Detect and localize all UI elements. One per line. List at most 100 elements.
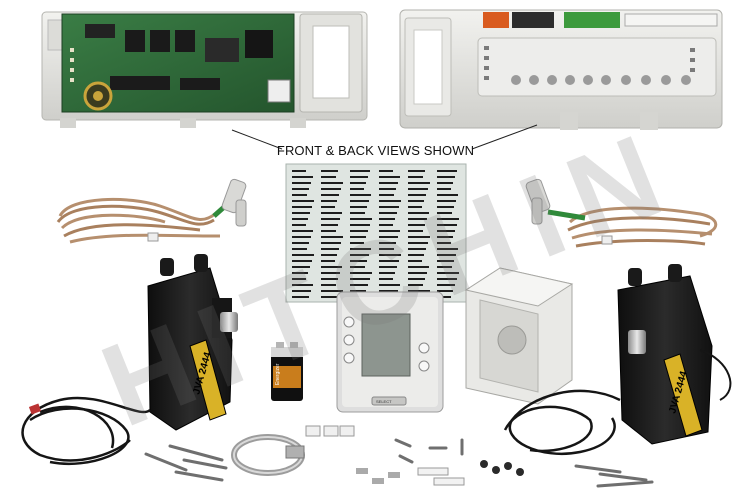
label-text-line xyxy=(350,236,366,238)
pcb-back-panel xyxy=(399,9,723,130)
label-text-line xyxy=(379,194,394,196)
label-text-line xyxy=(292,194,307,196)
label-text-line xyxy=(437,260,454,262)
label-text-line xyxy=(437,206,454,208)
pcb-front-panel xyxy=(41,11,368,128)
label-text-line xyxy=(350,254,369,256)
label-text-line xyxy=(437,176,455,178)
label-text-line xyxy=(379,224,393,226)
label-text-line xyxy=(350,248,371,250)
label-text-line xyxy=(350,266,365,268)
label-text-line xyxy=(408,188,428,190)
label-text-line xyxy=(321,188,341,190)
valve-actuator-left xyxy=(21,254,238,466)
hose-clamp xyxy=(231,434,305,476)
label-text-line xyxy=(292,284,313,286)
label-text-line xyxy=(321,284,336,286)
label-text-line xyxy=(408,260,422,262)
label-text-line xyxy=(379,218,395,220)
label-text-line xyxy=(408,212,429,214)
label-text-line xyxy=(408,170,425,172)
label-text-line xyxy=(408,182,430,184)
label-text-line xyxy=(350,194,371,196)
label-text-line xyxy=(408,284,423,286)
label-text-line xyxy=(437,242,451,244)
label-text-line xyxy=(292,170,306,172)
label-text-line xyxy=(379,212,397,214)
label-text-line xyxy=(437,200,456,202)
views-caption: FRONT & BACK VIEWS SHOWN xyxy=(276,143,475,158)
label-text-line xyxy=(408,290,430,292)
label-text-line xyxy=(408,248,426,250)
label-text-line xyxy=(379,266,397,268)
label-text-line xyxy=(321,278,338,280)
label-text-line xyxy=(292,278,306,280)
battery xyxy=(271,342,303,401)
label-text-line xyxy=(350,260,367,262)
label-text-line xyxy=(321,254,337,256)
label-text-line xyxy=(379,290,398,292)
label-text-line xyxy=(321,236,343,238)
label-text-line xyxy=(437,182,453,184)
label-text-line xyxy=(437,194,458,196)
label-text-line xyxy=(292,290,311,292)
label-text-line xyxy=(408,242,428,244)
label-text-line xyxy=(321,170,338,172)
label-text-line xyxy=(321,248,339,250)
label-text-line xyxy=(408,236,430,238)
label-text-line xyxy=(350,212,365,214)
caption-leaders xyxy=(231,124,538,150)
label-text-line xyxy=(350,278,370,280)
label-text-line xyxy=(321,218,340,220)
label-text-line xyxy=(350,272,372,274)
label-text-line xyxy=(292,188,309,190)
label-text-line xyxy=(321,176,336,178)
label-text-line xyxy=(292,224,306,226)
label-text-line xyxy=(437,248,458,250)
label-text-line xyxy=(321,230,336,232)
wall-anchors xyxy=(305,425,524,486)
label-text-line xyxy=(292,248,307,250)
label-text-line xyxy=(379,272,395,274)
label-text-line xyxy=(379,248,394,250)
label-text-line xyxy=(321,224,338,226)
label-text-line xyxy=(350,218,372,220)
battery-brand: Energizer xyxy=(275,363,281,385)
label-text-line xyxy=(321,212,342,214)
label-text-line xyxy=(408,272,427,274)
label-text-line xyxy=(437,254,456,256)
label-text-line xyxy=(321,272,340,274)
label-text-line xyxy=(350,176,368,178)
label-text-line xyxy=(408,194,426,196)
label-text-line xyxy=(379,188,396,190)
label-text-line xyxy=(379,278,393,280)
label-text-line xyxy=(292,272,308,274)
label-text-line xyxy=(379,236,398,238)
label-text-line xyxy=(321,290,343,292)
label-text-line xyxy=(292,242,309,244)
label-text-line xyxy=(408,230,423,232)
temperature-sensor-left xyxy=(56,178,247,244)
label-text-line xyxy=(408,254,424,256)
label-text-line xyxy=(437,230,455,232)
label-text-line xyxy=(379,260,399,262)
label-text-line xyxy=(408,218,427,220)
label-text-line xyxy=(350,188,364,190)
label-text-line xyxy=(292,230,313,232)
label-text-line xyxy=(321,266,342,268)
label-text-line xyxy=(437,272,459,274)
label-text-line xyxy=(292,200,314,202)
label-text-line xyxy=(321,182,343,184)
label-text-line xyxy=(437,266,452,268)
label-text-line xyxy=(408,224,425,226)
label-text-line xyxy=(437,296,451,298)
label-text-line xyxy=(350,284,368,286)
label-text-line xyxy=(350,206,367,208)
label-text-line xyxy=(292,218,308,220)
label-text-line xyxy=(321,200,337,202)
label-text-line xyxy=(292,212,310,214)
label-text-line xyxy=(437,212,452,214)
label-text-line xyxy=(292,182,311,184)
label-text-line xyxy=(379,254,401,256)
